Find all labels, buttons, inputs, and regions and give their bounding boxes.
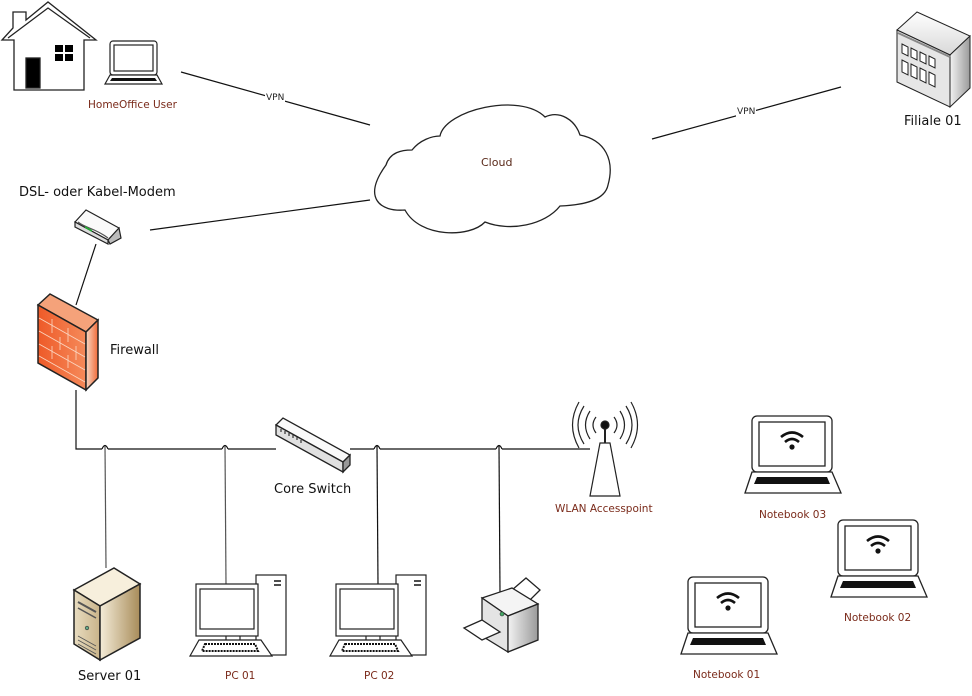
bus-hop xyxy=(373,444,381,450)
laptop-wifi-icon[interactable] xyxy=(830,519,928,598)
laptop-wifi-icon[interactable] xyxy=(744,415,842,494)
home-office-label: HomeOffice User xyxy=(88,99,177,111)
bus-hop xyxy=(495,444,503,450)
wlan-antenna-icon[interactable] xyxy=(571,401,639,497)
pc1-label: PC 01 xyxy=(225,670,256,682)
firewall-icon[interactable] xyxy=(36,293,100,392)
switch-icon[interactable] xyxy=(274,417,352,474)
branch-label: Filiale 01 xyxy=(904,114,962,129)
bus-hop xyxy=(101,444,109,450)
link-pc2 xyxy=(376,445,379,585)
cloud-icon xyxy=(374,104,611,234)
house-icon xyxy=(0,1,98,91)
wifi-icon xyxy=(866,535,890,548)
notebook1-label: Notebook 01 xyxy=(693,669,761,681)
core-switch-label: Core Switch xyxy=(274,482,352,497)
vpn-label-home: VPN xyxy=(265,93,286,103)
link-firewall-bus xyxy=(75,390,276,450)
link-server xyxy=(104,445,107,569)
wifi-icon xyxy=(716,592,740,605)
vpn-label-branch: VPN xyxy=(736,107,757,117)
notebook3-label: Notebook 03 xyxy=(759,509,827,521)
printer-icon[interactable] xyxy=(462,577,541,654)
pc2-label: PC 02 xyxy=(364,670,395,682)
wlan-ap-label: WLAN Accesspoint xyxy=(555,503,653,515)
pc-icon[interactable] xyxy=(328,574,427,657)
server-label: Server 01 xyxy=(78,669,142,684)
laptop-wifi-icon[interactable] xyxy=(680,576,778,655)
link-modem-firewall xyxy=(75,243,97,306)
pc-icon[interactable] xyxy=(188,574,287,657)
bus-hop xyxy=(221,444,229,450)
firewall-label: Firewall xyxy=(110,343,160,358)
modem-icon[interactable] xyxy=(74,209,122,245)
link-pc1 xyxy=(224,445,227,585)
link-printer xyxy=(498,445,501,593)
laptop-icon[interactable] xyxy=(103,40,164,85)
wifi-icon xyxy=(780,431,804,444)
building-icon xyxy=(896,11,971,109)
cloud-label: Cloud xyxy=(481,156,513,169)
link-modem-cloud xyxy=(149,199,371,231)
server-icon[interactable] xyxy=(72,567,142,662)
links xyxy=(75,71,842,593)
modem-label: DSL- oder Kabel-Modem xyxy=(19,185,176,200)
notebook2-label: Notebook 02 xyxy=(844,612,912,624)
